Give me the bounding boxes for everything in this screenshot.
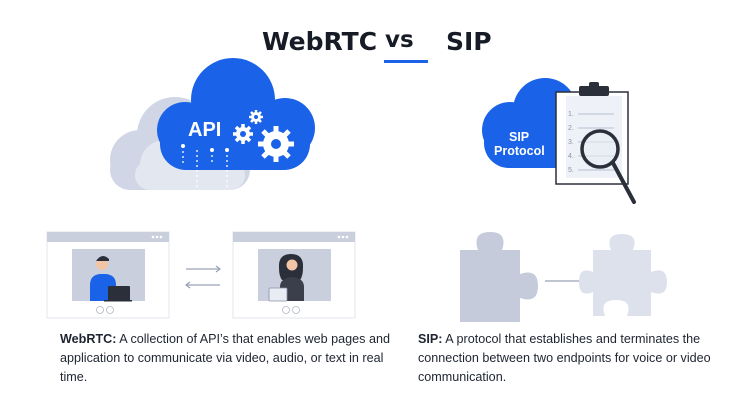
browser-window-right [232, 231, 356, 319]
page-title: WebRTC vs SIP [0, 22, 750, 63]
person-woman-icon [268, 254, 304, 302]
sip-term: SIP: [418, 332, 443, 346]
title-vs: vs [385, 27, 414, 53]
title-webrtc: WebRTC [262, 27, 378, 56]
webrtc-term: WebRTC: [60, 332, 117, 346]
clipboard-number: 5. [568, 167, 574, 174]
puzzle-piece-left-icon [460, 232, 538, 322]
cloud-sip-label-line1: SIP [509, 130, 529, 144]
api-cloud-icon: API [110, 58, 315, 194]
clipboard-number: 3. [568, 139, 574, 146]
exchange-arrows [185, 265, 221, 289]
webrtc-text: A collection of API’s that enables web p… [60, 332, 390, 384]
clipboard-number: 4. [568, 153, 574, 160]
cloud-api-label: API [188, 119, 221, 141]
sip-description: SIP: A protocol that establishes and ter… [418, 330, 738, 387]
arrow-right-icon [545, 277, 586, 285]
title-sip: SIP [446, 27, 492, 56]
clipboard-number: 1. [568, 111, 574, 118]
gear-icon [258, 126, 294, 162]
cloud-sip-label-line2: Protocol [494, 144, 545, 158]
magnifier-icon [580, 129, 636, 204]
puzzle-piece-right-icon [579, 234, 667, 316]
person-man-icon [90, 255, 132, 302]
gear-small-icon [233, 110, 263, 144]
sip-text: A protocol that establishes and terminat… [418, 332, 711, 384]
webrtc-description: WebRTC: A collection of API’s that enabl… [60, 330, 390, 387]
browser-window-left [46, 231, 170, 319]
vs-underline [384, 60, 428, 63]
clipboard-number: 2. [568, 125, 574, 132]
